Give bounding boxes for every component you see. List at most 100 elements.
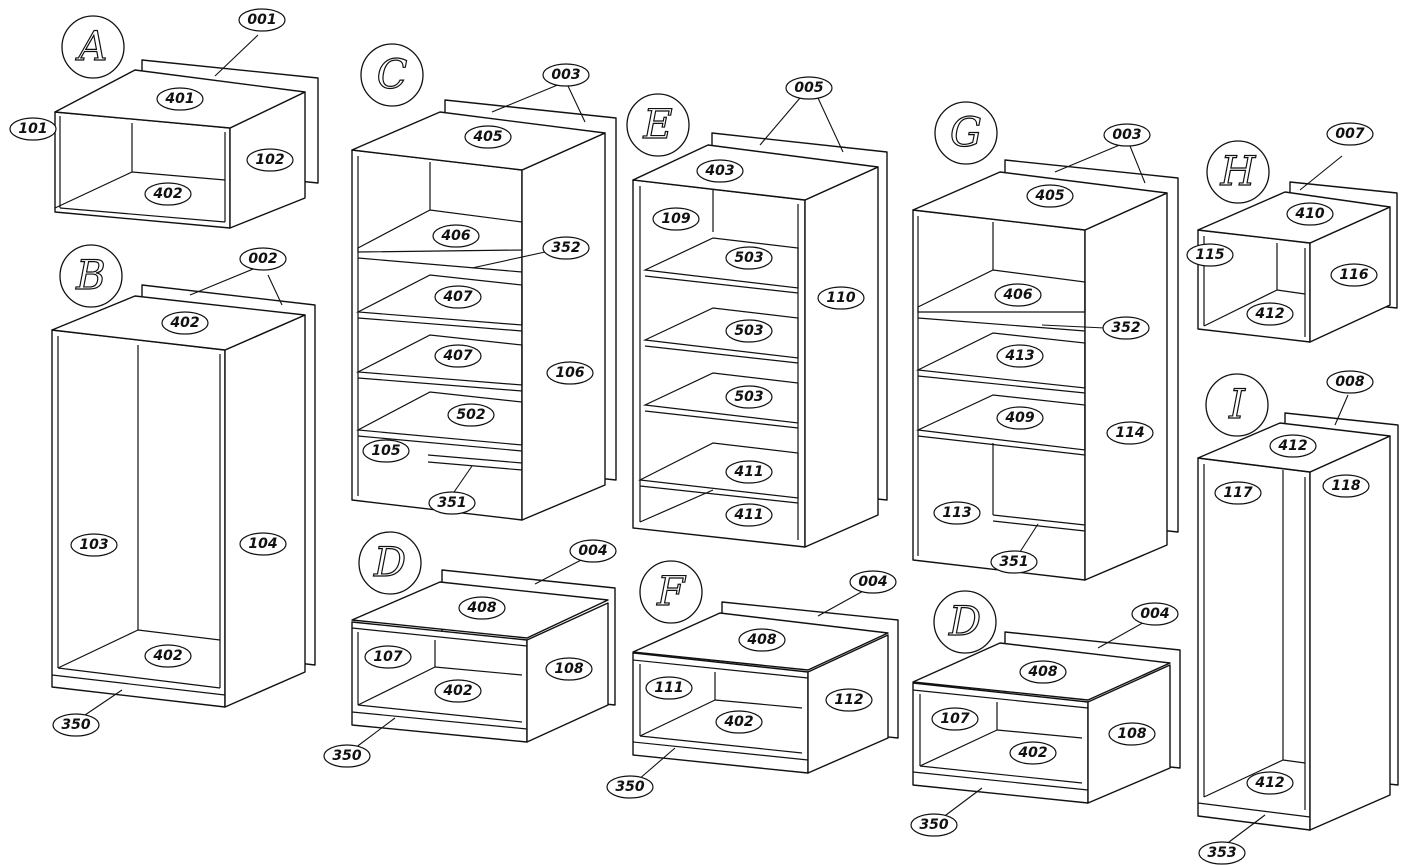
svg-text:112: 112 bbox=[834, 692, 863, 708]
svg-text:004: 004 bbox=[578, 543, 607, 559]
part-label: 117 bbox=[1214, 481, 1262, 505]
svg-text:D: D bbox=[373, 540, 406, 586]
part-label: 403 bbox=[696, 159, 744, 183]
part-label: 106 bbox=[546, 361, 594, 385]
part-label: 502 bbox=[447, 403, 495, 427]
svg-text:103: 103 bbox=[79, 537, 108, 553]
cabinet-e bbox=[632, 97, 888, 548]
part-label: 408 bbox=[458, 596, 506, 620]
part-label: 108 bbox=[1108, 722, 1156, 746]
svg-text:008: 008 bbox=[1335, 374, 1364, 390]
part-label: 401 bbox=[156, 87, 204, 111]
part-label: 351 bbox=[428, 491, 476, 515]
part-label: 413 bbox=[996, 344, 1044, 368]
part-label: 410 bbox=[1286, 202, 1334, 226]
svg-text:401: 401 bbox=[164, 91, 194, 107]
svg-text:352: 352 bbox=[551, 240, 580, 256]
svg-text:B: B bbox=[75, 253, 105, 299]
svg-text:118: 118 bbox=[1331, 478, 1360, 494]
svg-text:405: 405 bbox=[472, 129, 502, 145]
part-label: 108 bbox=[545, 657, 593, 681]
svg-text:502: 502 bbox=[456, 407, 485, 423]
part-label: 351 bbox=[990, 550, 1038, 574]
svg-text:352: 352 bbox=[1111, 320, 1140, 336]
svg-text:402: 402 bbox=[152, 648, 182, 664]
part-label: 104 bbox=[239, 532, 287, 556]
part-label: 407 bbox=[434, 344, 482, 368]
svg-text:402: 402 bbox=[442, 683, 472, 699]
svg-text:351: 351 bbox=[999, 554, 1028, 570]
svg-text:101: 101 bbox=[18, 121, 47, 137]
part-label: 405 bbox=[464, 125, 512, 149]
svg-text:113: 113 bbox=[942, 505, 971, 521]
svg-text:412: 412 bbox=[1254, 306, 1284, 322]
svg-text:108: 108 bbox=[554, 661, 583, 677]
part-label: 008 bbox=[1326, 370, 1374, 394]
svg-text:411: 411 bbox=[733, 464, 763, 480]
svg-text:402: 402 bbox=[152, 186, 182, 202]
svg-text:003: 003 bbox=[551, 67, 580, 83]
part-label: 409 bbox=[996, 406, 1044, 430]
part-label: 402 bbox=[144, 644, 192, 668]
svg-text:412: 412 bbox=[1277, 438, 1307, 454]
letter-c: C bbox=[360, 43, 424, 107]
svg-text:F: F bbox=[656, 569, 686, 615]
part-label: 412 bbox=[1246, 771, 1294, 795]
letter-i: I bbox=[1205, 373, 1269, 437]
letter-b: B bbox=[59, 244, 123, 308]
svg-text:107: 107 bbox=[373, 649, 402, 665]
part-label: 407 bbox=[434, 285, 482, 309]
svg-text:409: 409 bbox=[1004, 410, 1034, 426]
part-label: 402 bbox=[434, 679, 482, 703]
part-label: 114 bbox=[1106, 421, 1154, 445]
svg-text:108: 108 bbox=[1117, 726, 1146, 742]
part-label: 353 bbox=[1198, 841, 1246, 865]
part-label: 107 bbox=[931, 707, 979, 731]
part-label: 350 bbox=[52, 713, 100, 737]
svg-text:406: 406 bbox=[440, 228, 470, 244]
letter-g: G bbox=[934, 101, 998, 165]
part-label: 002 bbox=[239, 247, 287, 271]
part-label: 405 bbox=[1026, 184, 1074, 208]
svg-text:D: D bbox=[948, 599, 981, 645]
part-label: 118 bbox=[1322, 474, 1370, 498]
svg-text:106: 106 bbox=[555, 365, 584, 381]
svg-text:405: 405 bbox=[1034, 188, 1064, 204]
svg-text:503: 503 bbox=[734, 389, 763, 405]
part-label: 109 bbox=[652, 207, 700, 231]
svg-text:001: 001 bbox=[247, 12, 276, 28]
svg-text:407: 407 bbox=[442, 289, 472, 305]
part-label: 101 bbox=[9, 117, 57, 141]
part-label: 408 bbox=[1019, 660, 1067, 684]
part-label: 402 bbox=[161, 311, 209, 335]
part-label: 115 bbox=[1186, 243, 1234, 267]
svg-text:503: 503 bbox=[734, 323, 763, 339]
part-label: 110 bbox=[817, 286, 865, 310]
svg-text:402: 402 bbox=[723, 714, 753, 730]
svg-text:351: 351 bbox=[437, 495, 466, 511]
part-label: 350 bbox=[606, 775, 654, 799]
letter-d-second: D bbox=[933, 590, 997, 654]
part-label: 116 bbox=[1330, 263, 1378, 287]
part-label: 412 bbox=[1246, 302, 1294, 326]
part-label: 111 bbox=[645, 676, 693, 700]
svg-text:350: 350 bbox=[61, 717, 90, 733]
svg-text:104: 104 bbox=[248, 536, 277, 552]
svg-text:002: 002 bbox=[248, 251, 277, 267]
letter-h: H bbox=[1206, 140, 1270, 204]
svg-text:412: 412 bbox=[1254, 775, 1284, 791]
cabinet-c bbox=[351, 83, 617, 521]
part-label: 105 bbox=[362, 439, 410, 463]
part-label: 406 bbox=[994, 283, 1042, 307]
part-label: 005 bbox=[785, 76, 833, 100]
part-label: 503 bbox=[725, 385, 773, 409]
svg-text:111: 111 bbox=[654, 680, 683, 696]
svg-text:007: 007 bbox=[1335, 126, 1364, 142]
svg-text:350: 350 bbox=[919, 817, 948, 833]
part-label: 112 bbox=[825, 688, 873, 712]
svg-text:109: 109 bbox=[661, 211, 690, 227]
part-label: 406 bbox=[432, 224, 480, 248]
svg-text:107: 107 bbox=[940, 711, 969, 727]
svg-text:350: 350 bbox=[332, 748, 361, 764]
